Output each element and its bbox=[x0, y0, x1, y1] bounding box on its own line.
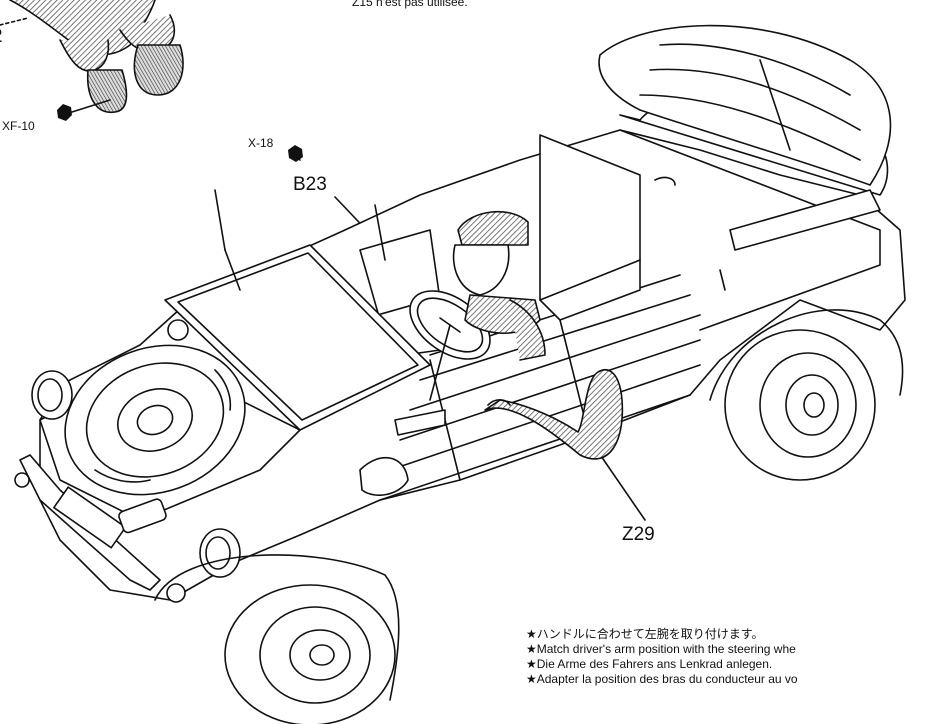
part-label-figure-fragment: 2 bbox=[0, 26, 3, 48]
rear-seat bbox=[539, 134, 641, 321]
paint-marker-xf10 bbox=[57, 104, 72, 121]
rear-wheel bbox=[709, 309, 904, 481]
left-headlight bbox=[31, 370, 73, 420]
top-note: Z15 n'est pas utilisée. bbox=[352, 0, 468, 9]
part-label-b23: B23 bbox=[293, 174, 327, 195]
front-wheel bbox=[154, 554, 400, 724]
right-boot bbox=[133, 44, 184, 96]
right-headlight bbox=[199, 528, 241, 578]
note-german: ★Die Arme des Fahrers ans Lenkrad anlege… bbox=[526, 657, 773, 671]
part-label-z29: Z29 bbox=[622, 524, 655, 545]
paint-label-x18: X-18 bbox=[248, 136, 274, 150]
figure-legs-fragment bbox=[0, 0, 184, 113]
windshield bbox=[164, 244, 431, 431]
left-boot bbox=[86, 69, 128, 113]
instruction-notes: ★ハンドルに合わせて左腕を取り付けます。 ★Match driver's arm… bbox=[526, 627, 928, 687]
paint-marker-x18 bbox=[288, 145, 303, 162]
note-japanese: ★ハンドルに合わせて左腕を取り付けます。 bbox=[526, 627, 764, 641]
driver-cap bbox=[457, 210, 529, 246]
fittings bbox=[14, 176, 881, 603]
note-french: ★Adapter la position des bras du conduct… bbox=[526, 672, 798, 686]
folded-canvas-top bbox=[598, 24, 892, 186]
driver-arm-z29 bbox=[484, 369, 624, 460]
paint-label-xf10: XF-10 bbox=[2, 119, 35, 133]
driver-figure bbox=[452, 210, 624, 460]
spare-wheel bbox=[64, 344, 246, 496]
note-english: ★Match driver's arm position with the st… bbox=[526, 642, 796, 656]
